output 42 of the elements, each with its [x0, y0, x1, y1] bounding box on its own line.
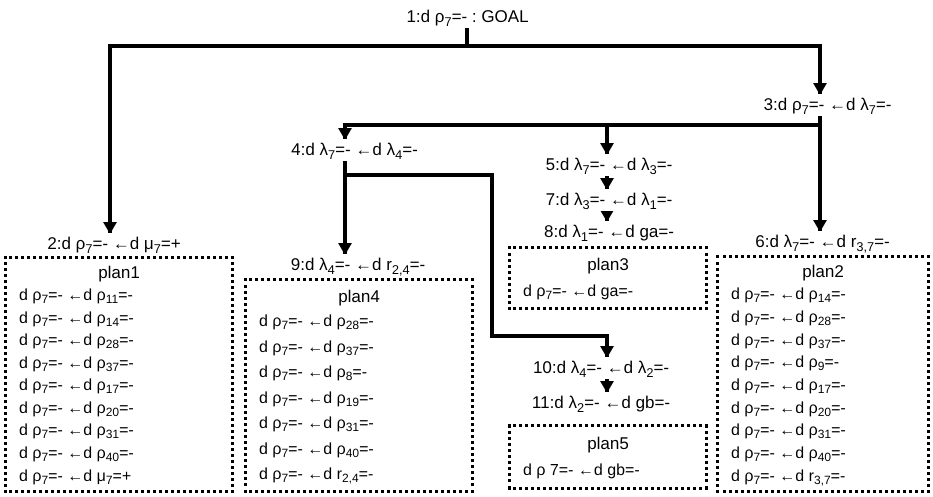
plan-box	[244, 278, 474, 493]
rule-text: d ρ$_{7}$=- ←d ρ$_{14}$=-	[18, 308, 134, 329]
rule-text: d ρ$_{7}$=- ←d ρ$_{40}$=-	[730, 444, 846, 464]
rule-text: d ρ 7=- ←d gb=-	[522, 461, 640, 482]
rule-text: d ρ$_{7}$=- ←d ρ$_{37}$=-	[258, 338, 374, 358]
rule-text: d ρ$_{7}$=- ←d ρ$_{17}$=-	[730, 376, 846, 396]
rule-text: d ρ$_{7}$=- ←d r$_{2,4}$=-	[258, 465, 374, 486]
plan-title: plan2	[802, 261, 844, 283]
rule-text: d ρ$_{7}$=- ←d μ$_{7}$=+	[18, 466, 132, 487]
plan-title: plan1	[98, 262, 140, 284]
plan-box	[508, 424, 708, 490]
rule-text: d ρ$_{7}$=- ←d ρ$_{8}$=-	[258, 363, 368, 384]
plan-box	[4, 256, 234, 493]
rule-text: d ρ$_{7}$=- ←d ρ$_{19}$=-	[258, 388, 374, 409]
rule-text: d ρ$_{7}$=- ←d ρ$_{31}$=-	[18, 421, 134, 442]
plan-title: plan3	[587, 254, 629, 276]
arrow	[343, 161, 614, 358]
rule-text: d ρ$_{7}$=- ←d ρ$_{28}$=-	[258, 312, 374, 332]
arrow	[600, 210, 614, 222]
rule-text: d ρ$_{7}$=- ←d ρ$_{37}$=-	[18, 354, 134, 374]
plan-box	[508, 246, 708, 310]
plan-title: plan5	[587, 432, 629, 454]
rule-text: d ρ$_{7}$=- ←d ρ$_{40}$=-	[258, 440, 374, 460]
rule-text: d ρ$_{7}$=- ←d ρ$_{37}$=-	[730, 330, 846, 351]
rule-text: d ρ$_{7}$=- ←d ρ$_{28}$=-	[730, 308, 846, 328]
arrow	[600, 379, 614, 393]
rule-text: d ρ$_{7}$=- ←d ρ$_{17}$=-	[18, 376, 134, 396]
rule-text: d ρ$_{7}$=- ←d r$_{3,7}$=-	[730, 466, 846, 487]
plan-box	[716, 255, 930, 493]
arrow	[465, 28, 827, 95]
rule-text: d ρ$_{7}$=- ←d ρ$_{9}$=-	[730, 353, 840, 374]
rule-text: d ρ$_{7}$=- ←d ga=-	[522, 282, 634, 302]
rule-text: d ρ$_{7}$=- ←d ρ$_{20}$=-	[730, 398, 846, 419]
rule-text: d ρ$_{7}$=- ←d ρ$_{40}$=-	[18, 444, 134, 464]
rule-text: d ρ$_{7}$=- ←d ρ$_{14}$=-	[730, 285, 846, 306]
arrow	[600, 176, 614, 190]
plan-title: plan4	[338, 286, 380, 307]
rule-text: d ρ$_{7}$=- ←d ρ$_{31}$=-	[730, 421, 846, 442]
rule-text: d ρ$_{7}$=- ←d ρ$_{20}$=-	[18, 398, 134, 419]
rule-text: d ρ$_{7}$=- ←d ρ$_{11}$=-	[18, 286, 133, 306]
rule-text: d ρ$_{7}$=- ←d ρ$_{28}$=-	[18, 331, 134, 352]
rule-text: d ρ$_{7}$=- ←d ρ$_{31}$=-	[258, 414, 374, 434]
